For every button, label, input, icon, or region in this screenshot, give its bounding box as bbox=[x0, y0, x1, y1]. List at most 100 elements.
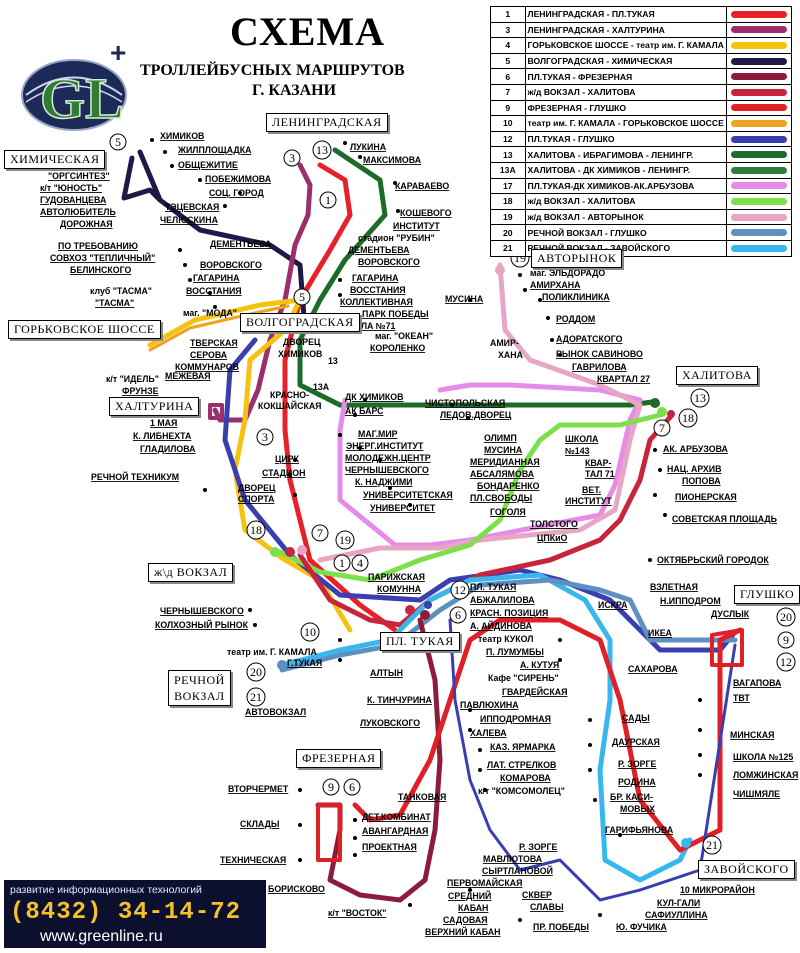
stop-label: А. КУТУЯ bbox=[520, 660, 559, 670]
footer-tagline: развитие информационных технологий bbox=[10, 884, 202, 896]
svg-text:13: 13 bbox=[694, 391, 706, 405]
stop-label: ВОССТАНИЯ bbox=[186, 286, 242, 296]
stop-label: ЦПКиО bbox=[537, 533, 568, 543]
legend-route-number: 4 bbox=[490, 37, 526, 54]
stop-label: КОЛЛЕКТИВНАЯ bbox=[340, 297, 413, 307]
stop-label: ХАНА bbox=[498, 350, 524, 360]
stop-label: САДЫ bbox=[622, 713, 650, 723]
stop-label: ГАГАРИНА bbox=[352, 273, 399, 283]
stop-label: К. НАДЖИМИ bbox=[355, 477, 412, 487]
svg-text:21: 21 bbox=[250, 690, 262, 704]
legend-color-swatch bbox=[725, 161, 793, 179]
stop-label: ИНСТИТУТ bbox=[565, 496, 612, 506]
stop-label: П. ЛУМУМБЫ bbox=[486, 647, 544, 657]
stop-label: Кафе "СИРЕНЬ" bbox=[488, 673, 559, 683]
stop-label: Р. ЗОРГЕ bbox=[618, 759, 657, 769]
legend-route-number: 19 bbox=[490, 208, 526, 226]
stop-label: 13А bbox=[313, 382, 330, 392]
legend-route-name: ж/д ВОКЗАЛ - ХАЛИТОВА bbox=[524, 83, 727, 101]
stop-label: ТВЕРСКАЯ bbox=[190, 338, 238, 348]
stop-label: "ТАСМА" bbox=[95, 298, 134, 308]
stop-label: КОМУННА bbox=[377, 584, 422, 594]
stop-label: НАЦ. АРХИВ bbox=[667, 464, 721, 474]
legend-swatch-bar bbox=[730, 166, 787, 174]
stop-label: ТЭЦЕВСКАЯ bbox=[165, 202, 219, 212]
stop-labels: ХИМИКОВ ЖИЛПЛОЩАДКА ОБЩЕЖИТИЕ ПОБЕЖИМОВА… bbox=[40, 131, 798, 937]
stop-label: КОММУНАРОВ bbox=[175, 362, 239, 372]
stop-label: АВАНГАРДНАЯ bbox=[362, 826, 428, 836]
stop-label: АВТОЛЮБИТЕЛЬ bbox=[40, 207, 116, 217]
terminal-khaltourina: ХАЛТУРИНА bbox=[109, 397, 200, 416]
svg-text:13: 13 bbox=[316, 143, 328, 157]
legend-route-name: ХАЛИТОВА - ИБРАГИМОВА - ЛЕНИНГР. bbox=[524, 146, 727, 163]
svg-text:1: 1 bbox=[325, 193, 331, 207]
route-circle-1b: 1 bbox=[333, 554, 351, 572]
svg-text:21: 21 bbox=[706, 838, 718, 852]
route-circle-5: 5 bbox=[109, 133, 127, 151]
stop-label: ЭНЕРГ.ИНСТИТУТ bbox=[346, 441, 424, 451]
stop-label: ТЕХНИЧЕСКАЯ bbox=[220, 855, 286, 865]
route-circle-6: 6 bbox=[449, 606, 467, 624]
stop-label: ВОРОВСКОГО bbox=[200, 260, 262, 270]
stop-label: ПАРИЖСКАЯ bbox=[368, 572, 425, 582]
svg-text:6: 6 bbox=[349, 780, 355, 794]
stop-label: ЛАТ. СТРЕЛКОВ bbox=[487, 760, 556, 770]
stop-label: ЖИЛПЛОЩАДКА bbox=[177, 145, 252, 155]
svg-text:3: 3 bbox=[289, 151, 295, 165]
footer-website-link[interactable]: www.greenline.ru bbox=[40, 928, 163, 945]
stop-label: ФРУНЗЕ bbox=[122, 386, 159, 396]
frezernaya-loop bbox=[316, 803, 342, 862]
route-circle-7b: 7 bbox=[311, 524, 329, 542]
svg-text:3: 3 bbox=[262, 430, 268, 444]
stop-label: ИППОДРОМНАЯ bbox=[480, 714, 551, 724]
stop-label: к/т "ВОСТОК" bbox=[328, 908, 386, 918]
stop-label: ТОЛСТОГО bbox=[530, 519, 578, 529]
stop-label: ХИМИКОВ bbox=[278, 349, 322, 359]
stop-label: МЕРИДИАННАЯ bbox=[470, 457, 540, 467]
route-circle-10: 10 bbox=[300, 622, 320, 642]
route-circle-21: 21 bbox=[246, 687, 266, 707]
stop-label: МОВЫХ bbox=[620, 804, 655, 814]
stop-label: маг. "ОКЕАН" bbox=[375, 331, 433, 341]
stop-label: ГАГАРИНА bbox=[193, 273, 240, 283]
terminal-khalitova: ХАЛИТОВА bbox=[676, 366, 758, 385]
svg-text:18: 18 bbox=[682, 411, 694, 425]
legend-swatch-bar bbox=[730, 10, 787, 18]
stop-label: КРАСН. ПОЗИЦИЯ bbox=[470, 608, 548, 618]
stop-label: СКВЕР bbox=[522, 890, 552, 900]
svg-text:20: 20 bbox=[250, 665, 262, 679]
terminal-khimicheskaya: ХИМИЧЕСКАЯ bbox=[4, 150, 106, 169]
stop-label: МУСИНА bbox=[445, 294, 484, 304]
stop-label: МАВЛЮТОВА bbox=[483, 854, 543, 864]
stop-label: Р. ЗОРГЕ bbox=[519, 842, 558, 852]
stop-label: ДЕТ.КОМБИНАТ bbox=[362, 812, 431, 822]
legend-color-swatch bbox=[725, 208, 793, 226]
stop-label: ВОРОВСКОГО bbox=[358, 257, 420, 267]
stop-label: МОЛОДЕЖН.ЦЕНТР bbox=[345, 453, 431, 463]
route-circle-5b: 5 bbox=[293, 288, 311, 306]
stop-label: ГЛАДИЛОВА bbox=[140, 444, 196, 454]
stop-label: ЛУКОВСКОГО bbox=[360, 718, 420, 728]
stop-label: БОНДАРЕНКО bbox=[477, 481, 540, 491]
terminal-pl-tukaya: ПЛ. ТУКАЯ bbox=[380, 632, 460, 651]
stop-label: УНИВЕРСИТЕТСКАЯ bbox=[363, 490, 453, 500]
stop-label: СЫРТЛАНОВОЙ bbox=[482, 865, 553, 876]
stop-label: ХИМИКОВ bbox=[160, 131, 204, 141]
stop-label: ГАРИФЬЯНОВА bbox=[605, 825, 674, 835]
legend-swatch-bar bbox=[730, 135, 787, 143]
legend-color-swatch bbox=[725, 6, 793, 23]
stop-label: КАЗ. ЯРМАРКА bbox=[490, 742, 556, 752]
svg-text:5: 5 bbox=[299, 290, 305, 304]
svg-text:4: 4 bbox=[357, 556, 363, 570]
stop-label: ОЛИМП bbox=[484, 433, 517, 443]
stop-label: СРЕДНИЙ bbox=[448, 890, 491, 901]
stop-label: ДУСЛЫК bbox=[711, 609, 750, 619]
stop-label: ОБЩЕЖИТИЕ bbox=[178, 160, 238, 170]
route-circle-9: 9 bbox=[777, 631, 795, 649]
stop-label: ТАНКОВАЯ bbox=[398, 792, 446, 802]
glushko-loop bbox=[710, 628, 744, 667]
stop-label: АБСАЛЯМОВА bbox=[470, 469, 535, 479]
stop-label: ДВОРЕЦ bbox=[238, 483, 276, 493]
stop-label: ДАУРСКАЯ bbox=[612, 737, 660, 747]
